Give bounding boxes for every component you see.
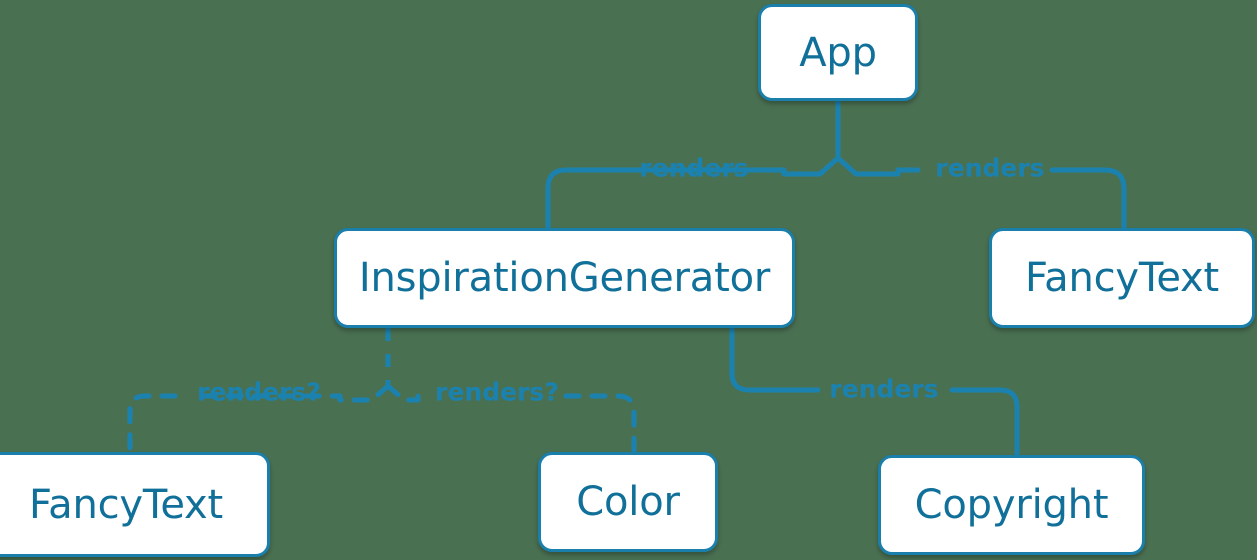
edge-label-inspiration-to-copyright: renders (829, 374, 939, 404)
node-app-label: App (799, 29, 877, 76)
edge-inspiration-to-color-head (385, 383, 433, 403)
node-fancytext-bottom[interactable]: FancyText (0, 452, 270, 557)
edge-inspiration-to-color-tail (563, 393, 637, 455)
edge-inspiration-to-fancytext (187, 383, 391, 403)
edge-label-inspiration-to-fancytext: renders? (197, 377, 321, 407)
edge-label-app-to-inspiration-generator: renders (639, 153, 749, 183)
edge-inspiration-to-copyright-tail (949, 387, 1020, 458)
node-inspiration-generator[interactable]: InspirationGenerator (334, 228, 795, 328)
edge-label-app-to-fancytext: renders (935, 153, 1045, 183)
edge-app-to-fancytext-head (835, 155, 921, 177)
node-color-label: Color (576, 479, 680, 525)
edge-inspiration-to-fancytext-tail (127, 393, 178, 455)
node-color[interactable]: Color (538, 452, 718, 552)
node-fancytext-bottom-label: FancyText (29, 481, 223, 528)
edge-app-to-inspiration-generator-tail (545, 167, 758, 231)
edge-label-inspiration-to-color: renders? (435, 377, 559, 407)
edge-app-to-fancytext-tail (1049, 167, 1127, 231)
node-inspiration-generator-label: InspirationGenerator (358, 255, 771, 301)
edge-inspiration-to-copyright-head (729, 325, 821, 393)
node-fancytext-right[interactable]: FancyText (989, 228, 1255, 328)
node-fancytext-right-label: FancyText (1025, 255, 1219, 301)
node-copyright-label: Copyright (914, 482, 1109, 528)
node-copyright[interactable]: Copyright (878, 455, 1145, 555)
node-app[interactable]: App (758, 4, 918, 101)
